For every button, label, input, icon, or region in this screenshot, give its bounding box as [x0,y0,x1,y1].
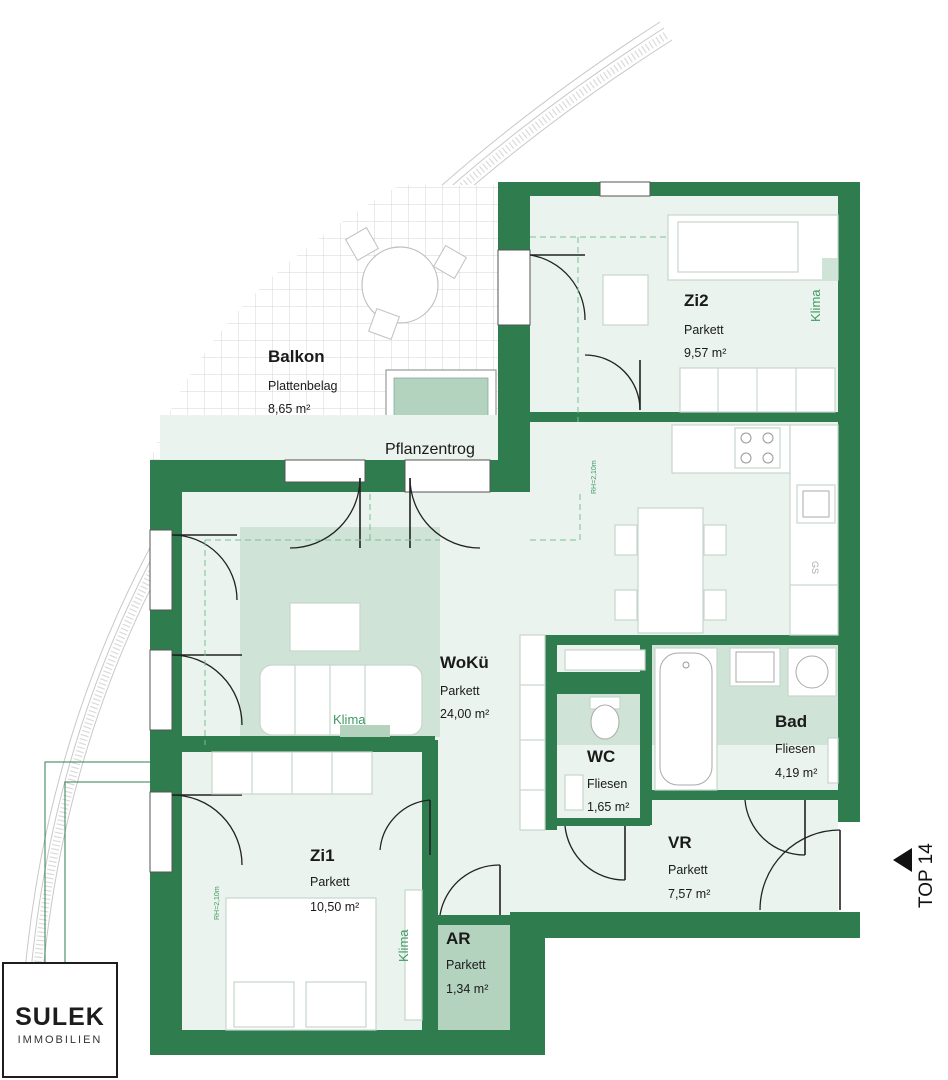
room-label-vr: VR Parkett 7,57 m² [668,833,710,901]
klima-label-woku: Klima [333,712,366,727]
doors [171,254,841,916]
room-label-woku: WoKü Parkett 24,00 m² [440,653,489,721]
klima-label-zi1: Klima [396,929,411,962]
logo-main-text: SULEK [15,1003,105,1031]
room-label-balkon: Balkon Plattenbelag 8,65 m² [268,347,338,416]
room-area: 1,34 m² [446,982,488,996]
entrance-marker: TOP 14 [893,843,937,908]
room-area: 9,57 m² [684,346,726,360]
room-name: AR [446,929,471,948]
logo: SULEK IMMOBILIEN [2,962,118,1078]
room-surface: Parkett [310,875,350,889]
room-name: Bad [775,712,807,731]
room-label-zi1: Zi1 Parkett 10,50 m² [310,846,359,914]
sink-icon [796,484,836,524]
room-surface: Parkett [440,684,480,698]
klima-label-zi2: Klima [808,289,823,322]
stove-icon [734,427,781,469]
room-area: 10,50 m² [310,900,359,914]
room-label-wc: WC Fliesen 1,65 m² [587,747,629,814]
room-name: WoKü [440,653,489,672]
room-name: VR [668,833,692,852]
balcony-table [344,226,468,341]
room-surface: Plattenbelag [268,379,338,393]
room-label-ar: AR Parkett 1,34 m² [446,929,488,996]
room-area: 4,19 m² [775,766,817,780]
room-surface: Fliesen [587,777,627,791]
room-surface: Fliesen [775,742,815,756]
room-name: WC [587,747,615,766]
room-area: 8,65 m² [268,402,310,416]
washing-machine-icon [787,647,837,697]
gs-label: GS [810,561,820,574]
room-surface: Parkett [668,863,708,877]
room-name: Zi2 [684,291,709,310]
room-area: 7,57 m² [668,887,710,901]
entrance-arrow-icon [893,848,912,872]
room-height-label-zi2: RH=2,10m [591,460,598,494]
windows [149,181,860,912]
toilet-icon [589,696,621,740]
room-label-zi2: Zi2 Parkett 9,57 m² [684,291,726,360]
bathtub-icon [654,647,718,791]
unit-label: TOP 14 [916,843,937,908]
planter-label: Pflanzentrog [385,441,475,458]
room-surface: Parkett [446,958,486,972]
furniture: GS [44,214,839,1050]
room-label-bad: Bad Fliesen 4,19 m² [775,712,817,780]
room-surface: Parkett [684,323,724,337]
room-area: 24,00 m² [440,707,489,721]
room-height-label-zi1: RH=2,10m [214,886,221,920]
logo-sub-text: IMMOBILIEN [18,1034,103,1046]
room-area: 1,65 m² [587,800,629,814]
room-name: Balkon [268,347,325,366]
room-name: Zi1 [310,846,335,865]
